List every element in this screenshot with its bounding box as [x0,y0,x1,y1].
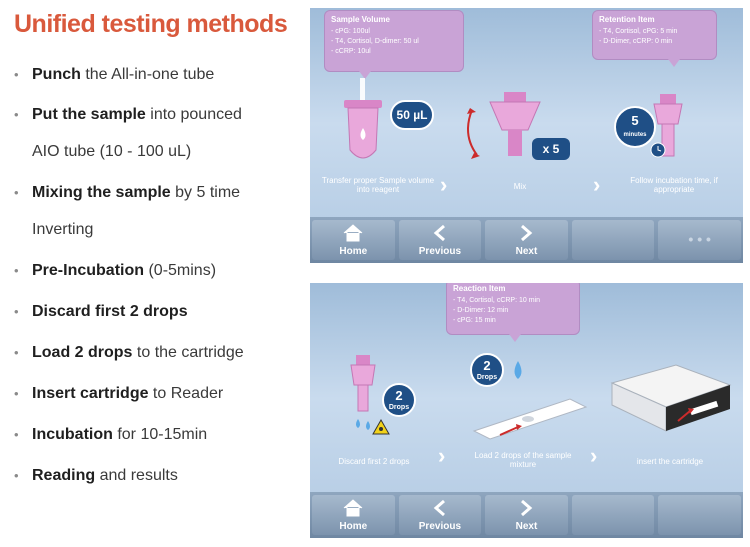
sample-volume-bubble: Sample Volume - cPG: 100ul - T4, Cortiso… [324,10,464,79]
reader-device-icon [610,364,732,432]
next-button[interactable]: Next [485,495,568,535]
chevron-right-icon [521,499,533,517]
list-item: Put the sample into pounced [12,105,302,125]
minutes-badge: 5 minutes [614,106,656,148]
list-item: Reading and results [12,466,302,486]
home-button[interactable]: Home [312,495,395,535]
step-caption-discard: Discard first 2 drops [338,457,410,466]
chevron-right-icon: › [438,443,446,468]
page-title: Unified testing methods [14,10,288,38]
chevron-right-icon [521,224,533,242]
instruction-area: Reaction Item - T4, Cortisol, cCRP: 10 m… [310,283,743,493]
discard-drops-badge: 2 Drops [382,383,416,417]
step-caption-load: Load 2 drops of the sample mixture [474,451,572,469]
retention-item-bubble: Retention Item - T4, Cortisol, cPG: 5 mi… [592,10,717,67]
chevron-left-icon [433,499,445,517]
chevron-right-icon: › [440,172,448,197]
more-button[interactable]: • • • [658,220,741,260]
next-button[interactable]: Next [485,220,568,260]
clock-icon [650,142,666,158]
chevron-right-icon: › [590,443,598,468]
instruction-screen-top: Sample Volume - cPG: 100ul - T4, Cortiso… [310,8,743,263]
step-caption-incubation: Follow incubation time, if appropriate [630,176,718,194]
empty-nav-button[interactable] [571,220,655,260]
cartridge-icon [472,398,588,440]
list-item: Load 2 drops to the cartridge [12,343,302,363]
mixing-continuation: Inverting [32,221,94,238]
step-caption-mix: Mix [513,182,527,191]
list-item: Punch the All-in-one tube [12,65,302,85]
previous-button[interactable]: Previous [398,495,482,535]
step-caption-insert: insert the cartridge [636,457,704,466]
aio-tube-icon [344,78,382,159]
empty-nav-button[interactable] [658,495,741,535]
previous-button[interactable]: Previous [398,220,482,260]
sample-continuation: AIO tube (10 - 100 uL) [32,143,192,160]
empty-nav-button[interactable] [571,495,655,535]
home-icon [343,224,363,242]
chevron-right-icon: › [593,172,601,197]
mix-count-badge: x 5 [532,138,570,160]
list-item: Insert cartridge to Reader [12,384,302,404]
list-item: Discard first 2 drops [12,302,302,322]
home-icon [343,499,363,517]
drops-icon [514,361,522,379]
mix-tube-icon [467,92,541,159]
discard-tube-icon [350,355,376,430]
list-item: Incubation for 10-15min [12,425,302,445]
chevron-left-icon [433,224,445,242]
step-caption-transfer: Transfer proper Sample volume into reage… [321,176,435,194]
nav-bar: Home Previous Next [310,492,743,538]
instruction-area: Sample Volume - cPG: 100ul - T4, Cortiso… [310,8,743,218]
volume-badge: 50 µL [390,100,434,130]
load-drops-badge: 2 Drops [470,353,504,387]
steps-list: Punch the All-in-one tube Put the sample… [12,60,302,486]
reaction-item-bubble: Reaction Item - T4, Cortisol, cCRP: 10 m… [446,283,580,342]
biohazard-icon [372,419,390,435]
home-button[interactable]: Home [312,220,395,260]
list-item: Mixing the sample by 5 time [12,183,302,203]
instruction-screen-bottom: Reaction Item - T4, Cortisol, cCRP: 10 m… [310,283,743,538]
nav-bar: Home Previous Next • • • [310,217,743,263]
list-item: Pre-Incubation (0-5mins) [12,261,302,281]
